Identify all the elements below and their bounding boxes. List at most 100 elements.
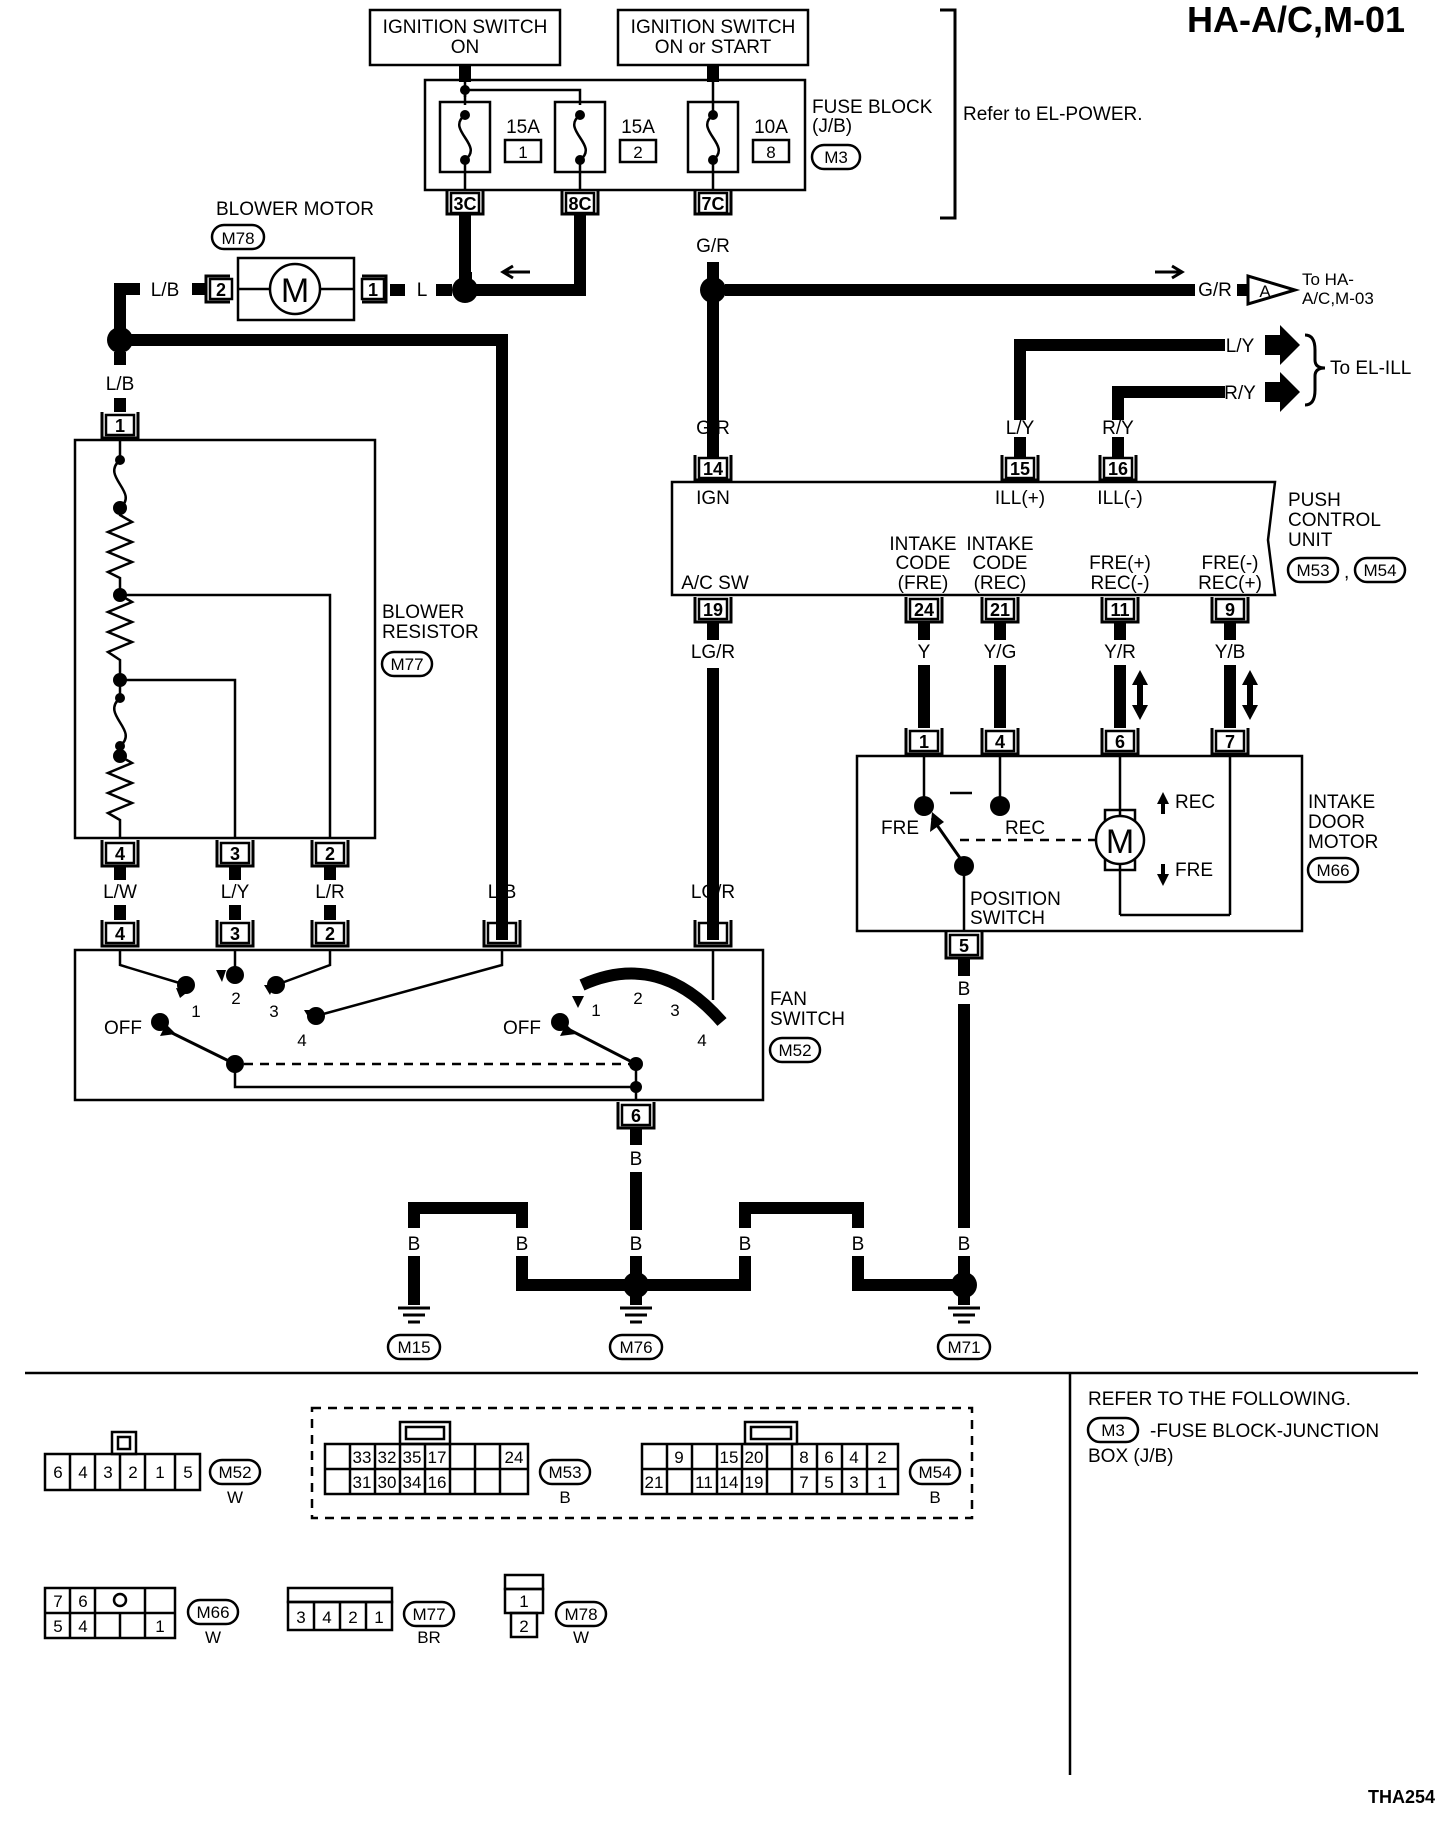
svg-text:3: 3 xyxy=(296,1608,305,1627)
svg-text:14: 14 xyxy=(720,1473,739,1492)
svg-text:M53: M53 xyxy=(548,1463,581,1482)
svg-text:1: 1 xyxy=(919,732,929,752)
svg-text:2: 2 xyxy=(519,1617,528,1636)
svg-text:19: 19 xyxy=(703,600,723,620)
svg-text:B: B xyxy=(408,1234,421,1255)
svg-text:1: 1 xyxy=(497,924,507,944)
connector-view-m53: 33 32 35 17 24 31 30 34 16 M53 B xyxy=(323,1420,592,1507)
svg-text:5: 5 xyxy=(183,1463,192,1482)
connector-view-m77: 3 4 2 1 M77 BR xyxy=(286,1586,456,1647)
ignition-switch-on: IGNITION SWITCH ON xyxy=(368,8,562,67)
svg-text:To HA-: To HA- xyxy=(1302,270,1354,289)
svg-text:16: 16 xyxy=(428,1473,447,1492)
svg-text:REFER TO THE FOLLOWING.: REFER TO THE FOLLOWING. xyxy=(1088,1389,1351,1410)
svg-text:4: 4 xyxy=(78,1617,87,1636)
svg-text:1: 1 xyxy=(518,143,527,162)
svg-text:B: B xyxy=(739,1234,752,1255)
svg-text:1: 1 xyxy=(374,1608,383,1627)
svg-text:L: L xyxy=(417,280,428,301)
svg-text:A: A xyxy=(1259,282,1271,301)
svg-text:1: 1 xyxy=(519,1592,528,1611)
svg-text:M54: M54 xyxy=(918,1463,951,1482)
svg-text:11: 11 xyxy=(1110,600,1129,620)
svg-text:8: 8 xyxy=(766,143,775,162)
svg-text:6: 6 xyxy=(1115,732,1125,752)
svg-text:2: 2 xyxy=(128,1463,137,1482)
fuse-block-connector: M3 xyxy=(824,148,848,167)
svg-text:2: 2 xyxy=(877,1448,886,1467)
svg-text:24: 24 xyxy=(505,1448,524,1467)
svg-text:20: 20 xyxy=(745,1448,764,1467)
svg-text:SWITCH: SWITCH xyxy=(770,1009,845,1030)
svg-text:6: 6 xyxy=(631,1106,641,1126)
svg-text:2: 2 xyxy=(216,280,226,300)
svg-text:4: 4 xyxy=(849,1448,858,1467)
svg-text:INTAKE: INTAKE xyxy=(889,534,956,555)
fuse-1: 15A 1 xyxy=(438,100,543,190)
svg-text:M71: M71 xyxy=(947,1338,980,1357)
svg-text:FRE(+): FRE(+) xyxy=(1089,553,1151,574)
diagram-title: HA-A/C,M-01 xyxy=(1187,0,1405,40)
to-el-ill: To EL-ILL xyxy=(1330,358,1411,379)
figure-id: THA254 xyxy=(1368,1787,1435,1807)
svg-text:B: B xyxy=(559,1488,570,1507)
svg-text:35: 35 xyxy=(403,1448,422,1467)
svg-text:2: 2 xyxy=(325,924,335,944)
svg-text:Y/R: Y/R xyxy=(1104,642,1136,663)
svg-text:IGNITION SWITCH: IGNITION SWITCH xyxy=(631,17,796,38)
svg-text:2: 2 xyxy=(231,989,240,1008)
svg-text:M52: M52 xyxy=(778,1041,811,1060)
svg-text:FUSE BLOCK: FUSE BLOCK xyxy=(812,97,933,118)
svg-text:G/R: G/R xyxy=(696,236,730,257)
svg-text:30: 30 xyxy=(378,1473,397,1492)
svg-text:4: 4 xyxy=(78,1463,87,1482)
svg-text:CONTROL: CONTROL xyxy=(1288,510,1381,531)
svg-text:BR: BR xyxy=(417,1628,441,1647)
svg-text:ON: ON xyxy=(451,37,480,58)
fuse-terminals: 3C 8C 7C xyxy=(445,190,733,216)
svg-text:L/Y: L/Y xyxy=(1006,418,1035,439)
svg-text:MOTOR: MOTOR xyxy=(1308,832,1378,853)
svg-text:3: 3 xyxy=(670,1001,679,1020)
svg-text:FAN: FAN xyxy=(770,989,807,1010)
svg-text:5: 5 xyxy=(959,936,969,956)
svg-text:L/Y: L/Y xyxy=(1226,336,1255,357)
svg-text:M76: M76 xyxy=(619,1338,652,1357)
svg-text:R/Y: R/Y xyxy=(1224,383,1256,404)
svg-text:BOX (J/B): BOX (J/B) xyxy=(1088,1446,1174,1467)
svg-text:32: 32 xyxy=(378,1448,397,1467)
svg-text:31: 31 xyxy=(353,1473,372,1492)
svg-text:33: 33 xyxy=(353,1448,372,1467)
svg-text:W: W xyxy=(573,1628,589,1647)
connector-view-m52: 6 4 3 2 1 5 M52 W xyxy=(43,1430,262,1507)
svg-text:2: 2 xyxy=(325,844,335,864)
push-control-unit: 14 IGN 15 ILL(+) 16 ILL(-) A/C SW INTAKE… xyxy=(670,437,1407,624)
svg-text:1: 1 xyxy=(368,280,378,300)
svg-text:(FRE): (FRE) xyxy=(898,573,949,594)
svg-text:Y/G: Y/G xyxy=(984,642,1017,663)
svg-text:L/R: L/R xyxy=(315,882,345,903)
svg-text:19: 19 xyxy=(745,1473,764,1492)
connector-view-m78: 1 2 M78 W xyxy=(503,1573,608,1647)
svg-text:IGN: IGN xyxy=(696,488,730,509)
svg-text:M77: M77 xyxy=(412,1605,445,1624)
fuse-block: 15A 1 15A 2 10A 8 FUSE BLOCK (J/B) xyxy=(423,78,933,192)
svg-text:L/W: L/W xyxy=(103,882,137,903)
svg-text:7: 7 xyxy=(799,1473,808,1492)
svg-text:BLOWER MOTOR: BLOWER MOTOR xyxy=(216,199,374,220)
svg-text:INTAKE: INTAKE xyxy=(1308,792,1375,813)
svg-text:FRE(-): FRE(-) xyxy=(1202,553,1259,574)
svg-text:11: 11 xyxy=(695,1473,713,1492)
svg-text:FRE: FRE xyxy=(881,818,919,839)
svg-text:7: 7 xyxy=(53,1592,62,1611)
svg-text:M78: M78 xyxy=(221,229,254,248)
svg-text:G/R: G/R xyxy=(696,418,730,439)
svg-text:15A: 15A xyxy=(621,117,655,138)
svg-text:6: 6 xyxy=(824,1448,833,1467)
svg-text:LG/R: LG/R xyxy=(691,642,735,663)
svg-text:1: 1 xyxy=(591,1001,600,1020)
svg-text:L/B: L/B xyxy=(106,374,135,395)
svg-text:,: , xyxy=(1344,562,1349,583)
svg-text:OFF: OFF xyxy=(503,1018,541,1039)
